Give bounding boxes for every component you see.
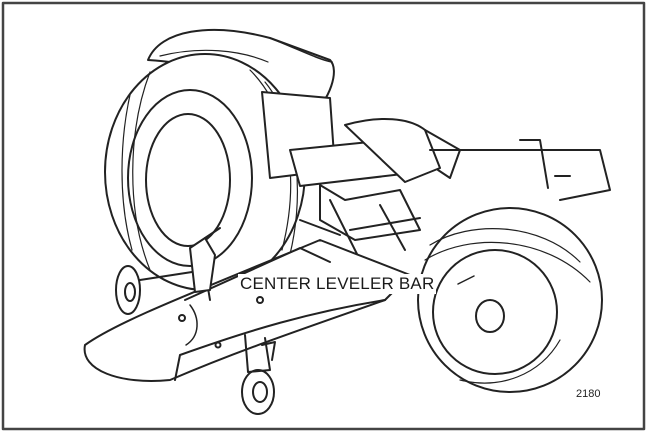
seat	[261, 91, 461, 187]
figure-number: 2180	[576, 388, 601, 400]
rear-tire-left	[104, 53, 306, 291]
callout-leader	[457, 275, 475, 285]
center-leveler-bar-label: CENTER LEVELER BAR	[238, 274, 437, 294]
frame-right	[429, 149, 611, 201]
front-tire-right	[417, 207, 603, 393]
linkage	[299, 184, 421, 261]
gauge-wheel-front	[241, 334, 276, 415]
height-bracket	[189, 237, 216, 293]
